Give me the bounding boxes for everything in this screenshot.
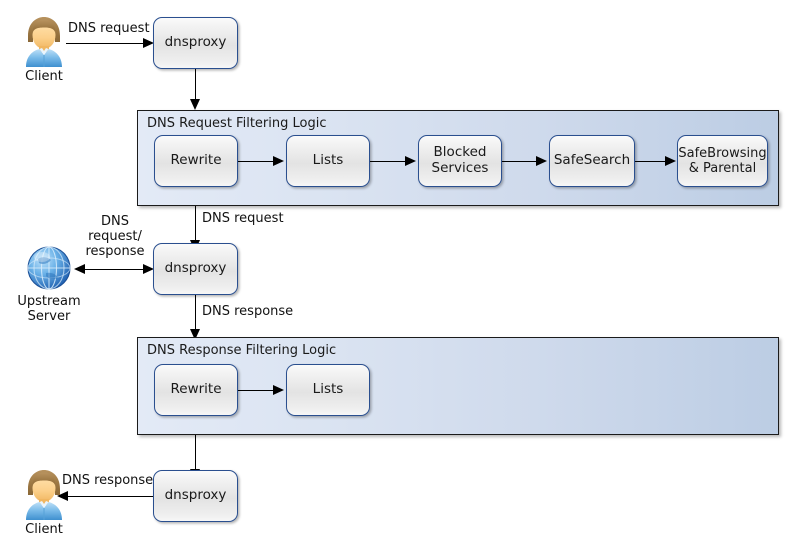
dnsproxy-mid-node[interactable]: dnsproxy	[153, 243, 238, 295]
edge-rewrite-to-lists-arrow	[273, 156, 284, 166]
upstream-server-label-line2: Server	[27, 308, 71, 324]
edge-dnsproxy-to-response-group-arrow	[190, 329, 200, 340]
edge-dnsproxy-to-request-group-arrow	[190, 99, 200, 110]
edge-label-upstream-exchange-line2: request/	[88, 228, 142, 244]
edge-request-group-to-dnsproxy-line	[195, 206, 196, 242]
request-stage-lists-label: Lists	[312, 152, 344, 169]
edge-label-dns-response-mid: DNS response	[202, 304, 294, 319]
request-stage-lists[interactable]: Lists	[286, 135, 370, 187]
response-stage-lists-label: Lists	[312, 381, 344, 398]
edge-response-rewrite-to-lists-arrow	[273, 385, 284, 395]
edge-label-upstream-exchange: DNS request/ response	[80, 214, 150, 260]
client-bottom-label: Client	[25, 522, 63, 537]
request-stage-safebrowsing-label-2: & Parental	[688, 161, 757, 176]
edge-response-rewrite-to-lists-line	[238, 390, 276, 391]
request-stage-blocked-services[interactable]: Blocked Services	[418, 135, 502, 187]
request-stage-safesearch-label: SafeSearch	[553, 152, 631, 169]
dnsproxy-bottom-node[interactable]: dnsproxy	[153, 470, 238, 522]
response-stage-rewrite[interactable]: Rewrite	[154, 364, 238, 416]
edge-dnsproxy-to-client-line	[67, 496, 153, 497]
dnsproxy-bottom-label: dnsproxy	[164, 487, 227, 504]
edge-safesearch-to-safebrowsing-arrow	[665, 156, 676, 166]
edge-rewrite-to-lists-line	[238, 161, 276, 162]
edge-lists-to-blocked-line	[370, 161, 408, 162]
response-stage-lists[interactable]: Lists	[286, 364, 370, 416]
dnsproxy-top-node[interactable]: dnsproxy	[153, 17, 238, 69]
edge-dnsproxy-to-response-group-line	[195, 295, 196, 331]
edge-label-upstream-exchange-line3: response	[85, 243, 145, 259]
user-icon	[22, 15, 66, 67]
request-stage-rewrite[interactable]: Rewrite	[154, 135, 238, 187]
upstream-server-label: Upstream Server	[6, 294, 92, 325]
dns-response-filtering-group: DNS Response Filtering Logic	[137, 337, 779, 435]
edge-response-group-to-dnsproxy-line	[195, 435, 196, 471]
edge-safesearch-to-safebrowsing-line	[635, 161, 669, 162]
dns-request-filtering-title: DNS Request Filtering Logic	[147, 116, 327, 131]
request-stage-blocked-services-label-2: Services	[431, 160, 489, 176]
request-stage-safebrowsing-parental[interactable]: SafeBrowsing & Parental	[677, 135, 768, 187]
request-stage-safebrowsing-label-1: SafeBrowsing	[678, 145, 767, 161]
edge-label-dns-request-mid: DNS request	[202, 211, 284, 226]
request-stage-rewrite-label: Rewrite	[170, 152, 222, 169]
dns-response-filtering-title: DNS Response Filtering Logic	[147, 343, 337, 358]
edge-client-to-dnsproxy-arrow	[143, 38, 154, 48]
edge-label-dns-response-bottom: DNS response	[62, 473, 154, 488]
user-icon	[22, 468, 66, 520]
edge-label-dns-request-top: DNS request	[68, 21, 150, 36]
edge-client-to-dnsproxy-line	[66, 43, 146, 44]
dnsproxy-top-label: dnsproxy	[164, 34, 227, 51]
request-stage-blocked-services-label-1: Blocked	[433, 144, 487, 161]
edge-blocked-to-safesearch-line	[502, 161, 539, 162]
globe-icon	[24, 243, 74, 293]
edge-dnsproxy-to-client-arrow	[57, 491, 68, 501]
request-stage-safesearch[interactable]: SafeSearch	[549, 135, 635, 187]
edge-dnsproxy-to-request-group-line	[195, 69, 196, 101]
client-top-label: Client	[25, 69, 63, 84]
dnsproxy-mid-label: dnsproxy	[164, 260, 227, 277]
edge-label-upstream-exchange-line1: DNS	[101, 214, 129, 229]
upstream-server-label-line1: Upstream	[17, 294, 81, 309]
edge-upstream-exchange-arrow-left	[74, 264, 85, 274]
response-stage-rewrite-label: Rewrite	[170, 381, 222, 398]
edge-upstream-exchange-arrow-right	[143, 264, 154, 274]
edge-blocked-to-safesearch-arrow	[536, 156, 547, 166]
edge-upstream-exchange-line	[84, 269, 146, 270]
edge-lists-to-blocked-arrow	[405, 156, 416, 166]
